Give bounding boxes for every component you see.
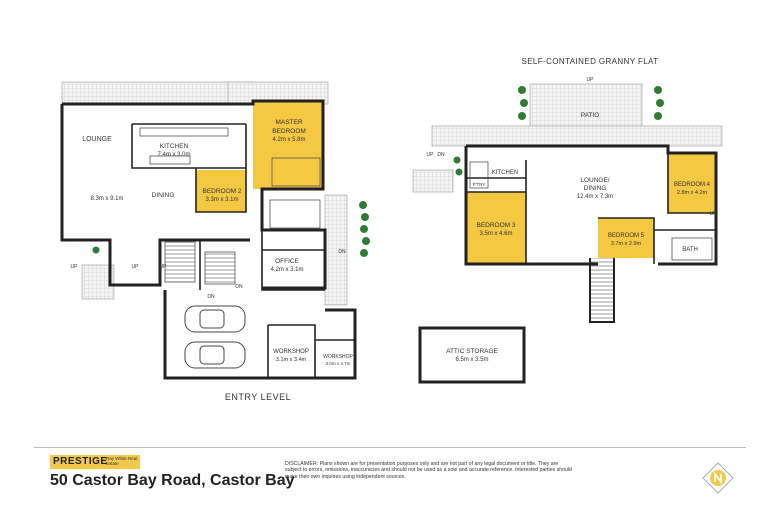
lounge-size: 8.3m x 9.1m [90,196,123,202]
bedroom-3-label: BEDROOM 3 [476,222,515,229]
bathroom [269,199,321,229]
flat-kitchen-label: KITCHEN [492,170,518,176]
flat-dn-label: DN [437,152,445,158]
bath-fixtures [671,237,713,261]
bedroom-2-size: 3.3m x 3.1m [205,197,238,203]
rear-deck [61,81,253,105]
granny-flat-plan: SELF-CONTAINED GRANNY FLAT PATIO KITCHEN… [412,57,723,384]
pantry-label: P'TRY [473,182,486,187]
flat-lounge-label-2: DINING [584,185,607,192]
bedroom-2-fill [196,170,246,212]
property-address: 50 Castor Bay Road, Castor Bay [50,472,295,489]
bedroom-3-size: 3.5m x 4.6m [479,231,512,237]
bedroom-5-label: BEDROOM 5 [608,233,645,239]
flat-lounge-size: 12.4m x 7.3m [577,194,613,200]
entry-west-wall [60,104,250,287]
kitchen-bench [139,127,229,137]
kitchen-label: KITCHEN [160,143,189,150]
flat-stairs [589,258,615,323]
dining-label: DINING [152,192,175,199]
entry-dn-label-2: DN [235,284,243,290]
entry-level-title: ENTRY LEVEL [225,392,291,402]
entry-outer-wall [62,99,327,290]
bedroom-3-fill [466,192,526,264]
attic-outline [418,326,526,384]
brand-name: PRESTIGE [53,456,108,467]
office-size: 4.2m x 3.1m [270,267,303,273]
workshop-walls [267,324,355,378]
kitchen-size: 7.4m x 3.0m [157,152,190,158]
garage-cars [184,305,246,369]
flat-deck [431,125,723,147]
granny-flat-title: SELF-CONTAINED GRANNY FLAT [521,57,658,66]
lounge-label: LOUNGE [82,136,112,143]
bedroom-4-size: 2.8m x 4.2m [677,190,708,196]
patio-label: PATIO [581,112,600,119]
workshop-size: 3.1m x 3.4m [276,357,307,363]
flat-up-label-1: UP [587,77,595,83]
master-bedroom-label-2: BEDROOM [272,128,306,135]
ensuite [271,157,321,187]
bedroom-2-label: BEDROOM 2 [202,188,241,195]
brand-subtitle: Ray White Real Estate [106,456,138,466]
kitchen-island [149,155,191,165]
entry-stairs-2 [204,251,236,285]
master-bedroom-size: 4.2m x 5.8m [272,137,305,143]
compass-icon [702,462,734,494]
flat-side-step [412,169,454,193]
disclaimer-text: DISCLAIMER: Plans shown are for presenta… [285,461,572,480]
entry-up-label-1: UP [71,264,79,270]
master-bedroom-fill [253,101,323,189]
master-bedroom-label-1: MASTER [275,119,302,126]
attic-label: ATTIC STORAGE [446,348,498,355]
flat-plants [453,86,664,176]
attic-size: 6.5m x 3.5m [455,357,488,363]
bedroom-4-label: BEDROOM 4 [674,182,711,188]
entry-dn-label-1: DN [207,294,215,300]
workshop-label: WORKSHOP [273,349,309,355]
flat-interior-walls [466,153,716,264]
bedroom-5-fill [598,218,654,258]
entry-interior-walls-2 [199,189,325,291]
flat-up-label-3: UP [710,211,718,217]
entry-up-label-2: UP [132,264,140,270]
entry-stairs [164,241,196,283]
bath-label: BATH [682,247,698,253]
footer-divider [34,447,746,448]
entry-up-label-3: UP [160,264,168,270]
garage-wall [163,290,357,380]
flat-up-label-2: UP [427,152,435,158]
entry-plants [92,201,370,257]
bedroom-4-fill [668,153,716,213]
office-label: OFFICE [275,258,299,265]
flat-lounge-label-1: LOUNGE/ [580,177,609,184]
pantry-box [469,161,489,189]
brand-logo: PRESTIGE Ray White Real Estate [50,455,140,469]
workshop-2-size: 3.0m x 4.7m [326,361,351,366]
bedroom-5-size: 3.7m x 2.9m [611,241,642,247]
entry-dn-label-3: DN [338,249,346,255]
entry-interior-walls [131,123,247,213]
entry-level-plan: LOUNGE 8.3m x 9.1m KITCHEN 7.4m x 3.0m D… [60,81,370,402]
flat-outer-wall [464,144,718,266]
workshop-2-label: WORKSHOP [323,354,353,360]
